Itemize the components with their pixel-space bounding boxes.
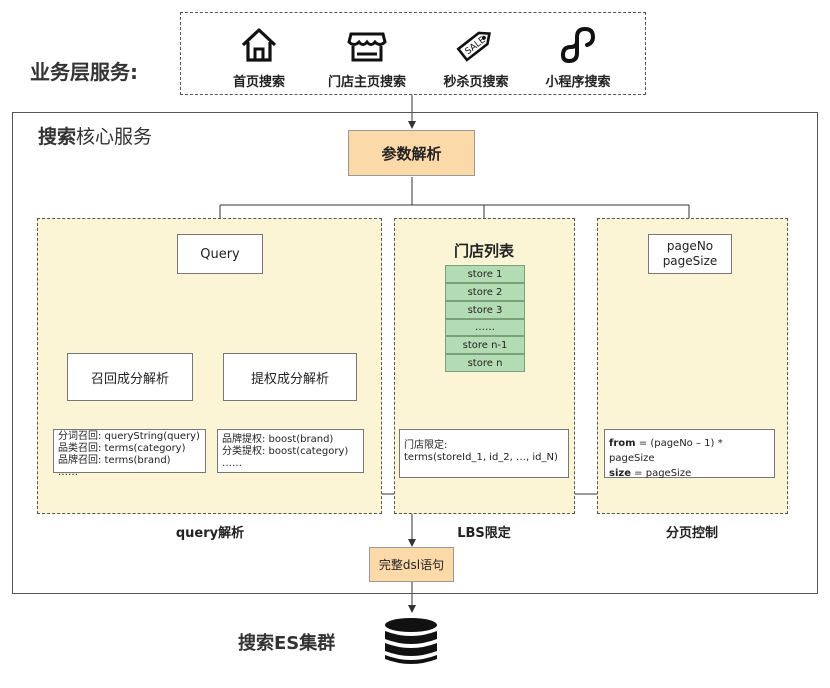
- param-parse-box: 参数解析: [348, 130, 475, 176]
- recall-detail-line: 分词召回: queryString(query): [58, 431, 200, 442]
- boost-details-box: 品牌提权: boost(brand) 分类提权: boost(category)…: [217, 429, 364, 473]
- store-item: ……: [445, 319, 525, 336]
- recall-detail-line: 品类召回: terms(category): [58, 443, 186, 454]
- boost-detail-line: 分类提权: boost(category): [222, 446, 349, 457]
- store-limit-label: 门店限定:: [404, 440, 448, 451]
- store-limit-box: 门店限定: terms(storeId_1, id_2, …, id_N): [399, 429, 569, 478]
- core-title-bold: 搜索: [38, 126, 77, 148]
- boost-detail-line: 品牌提权: boost(brand): [222, 434, 334, 445]
- store-item: store n-1: [445, 336, 525, 354]
- core-service-title: 搜索核心服务: [38, 122, 152, 149]
- boost-detail-line: ……: [222, 458, 242, 469]
- es-cluster-label: 搜索ES集群: [238, 633, 336, 654]
- sale-tag-icon: SALE: [455, 23, 497, 65]
- service-label-home: 首页搜索: [232, 75, 285, 90]
- paging-params-box: pageNo pageSize: [648, 234, 732, 274]
- store-item: store 3: [445, 301, 525, 319]
- mini-program-icon: [555, 23, 599, 67]
- service-label-flash-sale: 秒杀页搜索: [443, 75, 509, 90]
- recall-detail-line: ……: [58, 467, 78, 478]
- store-icon: [347, 25, 387, 65]
- size-line: size = pageSize: [609, 466, 770, 481]
- service-label-store: 门店主页搜索: [327, 75, 406, 90]
- recall-detail-line: 品牌召回: terms(brand): [58, 455, 171, 466]
- store-list: store 1 store 2 store 3 …… store n-1 sto…: [445, 265, 525, 372]
- store-item: store n: [445, 354, 525, 372]
- full-dsl-box: 完整dsl语句: [369, 547, 454, 582]
- database-icon: [383, 617, 439, 667]
- from-line: from = (pageNo – 1) * pageSize: [609, 436, 770, 466]
- paging-section-caption: 分页控制: [665, 526, 718, 541]
- business-services-panel: 首页搜索 门店主页搜索 SALE 秒杀页搜索 小程序搜索: [180, 12, 646, 95]
- store-limit-expr: terms(storeId_1, id_2, …, id_N): [404, 452, 558, 463]
- from-expr: = (pageNo – 1) * pageSize: [609, 438, 723, 464]
- store-item: store 1: [445, 265, 525, 283]
- query-box: Query: [177, 234, 263, 274]
- page-no-param: pageNo: [666, 239, 714, 253]
- core-title-rest: 核心服务: [76, 126, 153, 148]
- recall-details-box: 分词召回: queryString(query) 品类召回: terms(cat…: [53, 429, 206, 478]
- size-expr: = pageSize: [630, 468, 692, 479]
- from-size-box: from = (pageNo – 1) * pageSize size = pa…: [604, 429, 775, 481]
- recall-parse-box: 召回成分解析: [67, 353, 193, 401]
- house-icon: [239, 25, 279, 65]
- store-list-title: 门店列表: [453, 242, 514, 260]
- from-key: from: [609, 438, 636, 449]
- core-service-frame: [12, 112, 818, 594]
- boost-parse-box: 提权成分解析: [223, 353, 357, 401]
- business-layer-title-text: 业务层服务:: [30, 60, 138, 84]
- store-item: store 2: [445, 283, 525, 301]
- lbs-section-caption: LBS限定: [457, 526, 511, 541]
- size-key: size: [609, 468, 631, 479]
- service-label-mini-program: 小程序搜索: [545, 75, 611, 90]
- query-section-caption: query解析: [175, 526, 245, 541]
- page-size-param: pageSize: [662, 254, 718, 268]
